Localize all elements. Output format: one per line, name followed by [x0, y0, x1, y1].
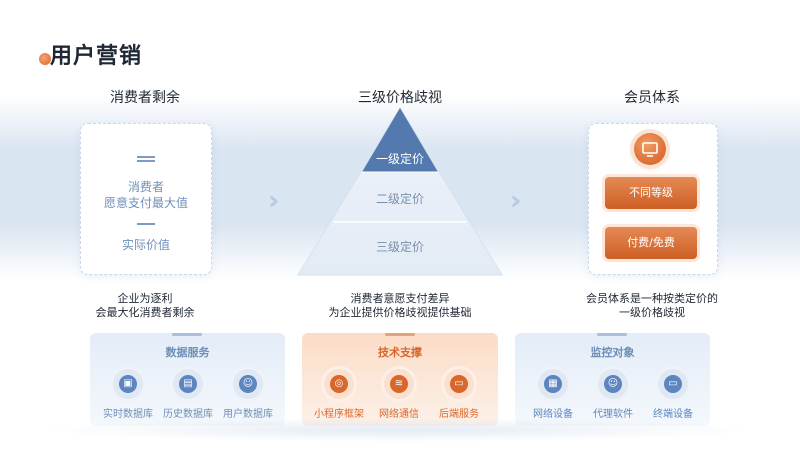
paid-free-button[interactable]: 付费/免费 — [605, 227, 697, 259]
tier-button[interactable]: 不同等级 — [605, 177, 697, 209]
label-miniprogram: 小程序框架 — [314, 409, 364, 420]
chevron-right-icon: ›› — [268, 186, 284, 216]
actual-value: 实际价值 — [121, 238, 170, 252]
equals-icon — [137, 156, 155, 158]
panel-title-data: 数据服务 — [165, 346, 210, 359]
willingness-line1: 消费者 — [127, 180, 164, 194]
pricing-pyramid — [297, 108, 503, 276]
target-icon[interactable]: ◎ — [324, 369, 354, 399]
pyramid-tier-top — [362, 108, 438, 172]
document-icon[interactable]: ▤ — [173, 369, 203, 399]
willingness-line2: 愿意支付最大值 — [103, 196, 188, 210]
devices-icon[interactable]: ▦ — [538, 369, 568, 399]
panel-accent — [597, 333, 627, 336]
panel-accent — [385, 333, 415, 336]
label-realtime-db: 实时数据库 — [103, 409, 153, 420]
heading-consumer-surplus: 消费者剩余 — [110, 90, 180, 106]
equals-icon-line — [137, 160, 155, 162]
image-icon[interactable]: ▣ — [113, 369, 143, 399]
floor-shadow — [40, 418, 760, 442]
agent-user-icon[interactable]: ☺ — [598, 369, 628, 399]
caption-mid-line2: 为企业提供价格歧视提供基础 — [328, 306, 472, 319]
caption-right-line2: 一级价格歧视 — [619, 306, 685, 319]
monitoring-panel: 监控对象 ▦ ☺ ▭ 网络设备 代理软件 终端设备 — [515, 333, 710, 426]
caption-mid-line1: 消费者意愿支付差异 — [350, 292, 450, 305]
caption-left-line1: 企业为逐利 — [117, 292, 173, 305]
server-icon[interactable]: ▭ — [444, 369, 474, 399]
label-network: 网络通信 — [379, 409, 419, 420]
panel-title-tech: 技术支撑 — [378, 346, 422, 359]
user-icon[interactable]: ☺ — [233, 369, 263, 399]
label-backend: 后端服务 — [439, 409, 479, 420]
caption-right-line1: 会员体系是一种按类定价的 — [586, 292, 718, 305]
terminal-icon[interactable]: ▭ — [658, 369, 688, 399]
page-title: 用户营销 — [50, 44, 143, 69]
label-history-db: 历史数据库 — [163, 409, 213, 420]
title-dot-icon — [39, 53, 51, 65]
tier-first-degree: 一级定价 — [375, 152, 424, 166]
panel-title-monitor: 监控对象 — [590, 346, 635, 359]
label-terminal-devices: 终端设备 — [653, 409, 693, 420]
tier-third-degree: 三级定价 — [375, 240, 424, 254]
minus-icon — [137, 223, 155, 225]
wifi-icon[interactable]: ≋ — [384, 369, 414, 399]
heading-price-discrimination: 三级价格歧视 — [358, 90, 442, 106]
label-user-db: 用户数据库 — [223, 409, 273, 420]
consumer-surplus-card: 消费者 愿意支付最大值 实际价值 — [80, 123, 212, 275]
heading-membership: 会员体系 — [624, 90, 680, 106]
data-services-panel: 数据服务 ▣ ▤ ☺ 实时数据库 历史数据库 用户数据库 — [90, 333, 285, 426]
monitor-icon — [634, 133, 666, 165]
tier-second-degree: 二级定价 — [375, 192, 424, 206]
tech-support-panel: 技术支撑 ◎ ≋ ▭ 小程序框架 网络通信 后端服务 — [302, 333, 498, 426]
caption-left-line2: 会最大化消费者剩余 — [95, 306, 195, 319]
label-network-devices: 网络设备 — [533, 409, 573, 420]
chevron-right-icon: ›› — [510, 186, 526, 216]
label-proxy-software: 代理软件 — [593, 409, 633, 420]
panel-accent — [172, 333, 202, 336]
